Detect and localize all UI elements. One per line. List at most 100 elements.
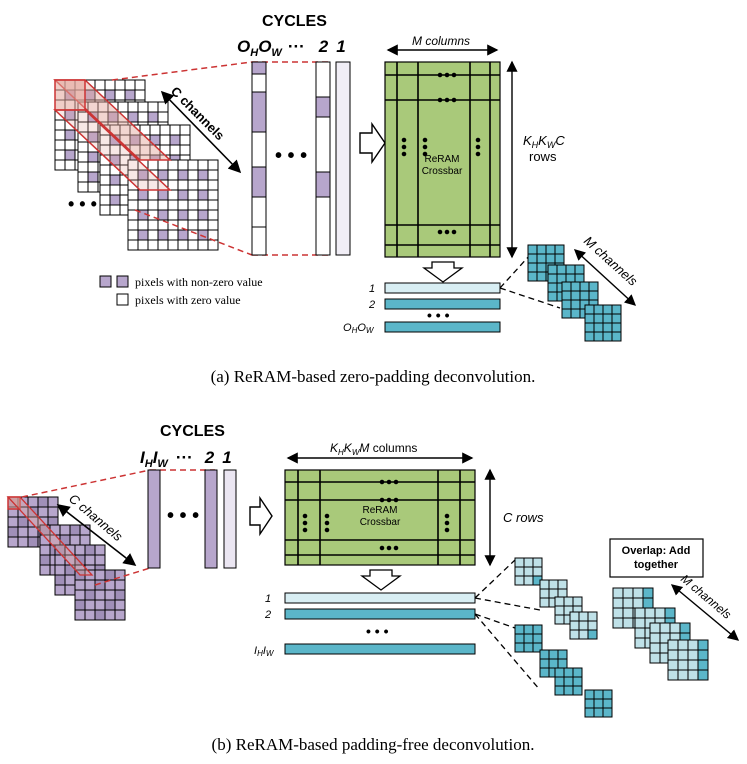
output-row-vectors: • • • 1 2 OHOW [343, 282, 501, 335]
pixel-cell [579, 290, 590, 301]
pixel-cell [147, 189, 159, 201]
pixel-cell [207, 239, 219, 251]
output-row-last: OHOW [343, 322, 375, 335]
pixel-cell [622, 587, 634, 599]
pixel-cell [593, 707, 604, 718]
pixel-cell [137, 111, 149, 123]
pixel-cell [547, 273, 558, 284]
pixel-cell [94, 544, 106, 556]
pixel-cell [74, 579, 86, 591]
middle-ellipsis-b: • • • [167, 505, 199, 527]
pixel-cell [557, 658, 568, 669]
pixel-cell [527, 244, 538, 255]
pixel-cell [99, 194, 111, 206]
pixel-cell [527, 262, 538, 273]
pixel-cell [47, 506, 59, 518]
pixel-cell [134, 89, 146, 101]
pixel-cell [127, 101, 139, 113]
pixel-cell [554, 596, 565, 607]
pixel-cell [554, 605, 565, 616]
pixel-cell [124, 89, 136, 101]
input-column-vectors [251, 61, 351, 256]
pixel-cell [593, 304, 604, 315]
legend: pixels with non-zero value pixels with z… [99, 275, 263, 307]
pixel-cell [649, 622, 661, 634]
pixel-cell [134, 79, 146, 91]
pixel-cell [147, 199, 159, 211]
pixel-cell [137, 189, 149, 201]
pixel-cell [127, 199, 139, 211]
pixel-cell [612, 617, 624, 629]
pixel-cell [578, 611, 589, 622]
pixel-cell [197, 169, 209, 181]
pixel-cell [7, 516, 19, 528]
columns-label-b: KHKWM columns [330, 441, 417, 457]
caption-a: (a) ReRAM-based zero-padding deconvoluti… [211, 367, 536, 386]
pixel-cell [54, 129, 66, 141]
pixel-cell [664, 607, 676, 619]
pixel-cell [557, 579, 568, 590]
pixel-cell [54, 574, 66, 586]
m-channels-label: M channels [581, 233, 641, 289]
pixel-cell [157, 159, 169, 171]
pixel-cell [514, 557, 525, 568]
ellipsis-dot [379, 545, 385, 551]
pixel-cell [94, 599, 106, 611]
pixel-cell [104, 79, 116, 91]
pixel-cell [187, 189, 199, 201]
pixel-cell [523, 575, 534, 586]
pixel-cell [147, 101, 159, 113]
pixel-cell [104, 589, 116, 601]
pixel-cell [64, 129, 76, 141]
pixel-cell [536, 262, 547, 273]
pixel-cell [167, 199, 179, 211]
partial-output-light [514, 557, 543, 586]
ellipsis-dot [324, 513, 330, 519]
pixel-cell [527, 271, 538, 282]
pixel-cell [114, 89, 126, 101]
pixel-cell [17, 536, 29, 548]
cycles-label-b: CYCLES [160, 423, 225, 440]
pixel-cell [77, 161, 89, 173]
pixel-cell [94, 609, 106, 621]
output-connectors-b [474, 559, 541, 691]
pixel-cell [539, 667, 550, 678]
pixel-cell [187, 199, 199, 211]
m-columns-label: M columns [412, 34, 470, 48]
pixel-cell [584, 313, 595, 324]
pixel-cell [548, 649, 559, 660]
middle-ellipsis: • • • [275, 145, 307, 167]
pixel-cell [561, 308, 572, 319]
m-channels-arrow-b [670, 584, 740, 641]
pixel-cell [94, 79, 106, 91]
pixel-cell [179, 134, 191, 146]
pixel-cell [177, 179, 189, 191]
ellipsis-dot [444, 527, 450, 533]
pixel-cell [177, 209, 189, 221]
pixel-cell [84, 554, 96, 566]
partial-output-teal [514, 624, 543, 653]
pixel-cell [109, 184, 121, 196]
output-ellipsis-b: • • • [366, 623, 389, 639]
input-column-2 [315, 61, 331, 256]
pixel-cell [187, 209, 199, 221]
ellipsis-dot [386, 497, 392, 503]
pixel-cell [147, 219, 159, 231]
pixel-cell [697, 639, 709, 651]
pixel-cell [157, 229, 169, 241]
pixel-cell [634, 607, 646, 619]
pixel-cell [532, 633, 543, 644]
input-arrow-b [249, 495, 273, 537]
pixel-cell [104, 569, 116, 581]
pixel-cell [99, 184, 111, 196]
pixel-cell [187, 159, 199, 171]
ellipsis-dot [475, 151, 481, 157]
pixel-cell [77, 171, 89, 183]
pixel-cell [114, 609, 126, 621]
pixel-cell [197, 179, 209, 191]
pixel-cell [593, 313, 604, 324]
pixel-cell [578, 629, 589, 640]
